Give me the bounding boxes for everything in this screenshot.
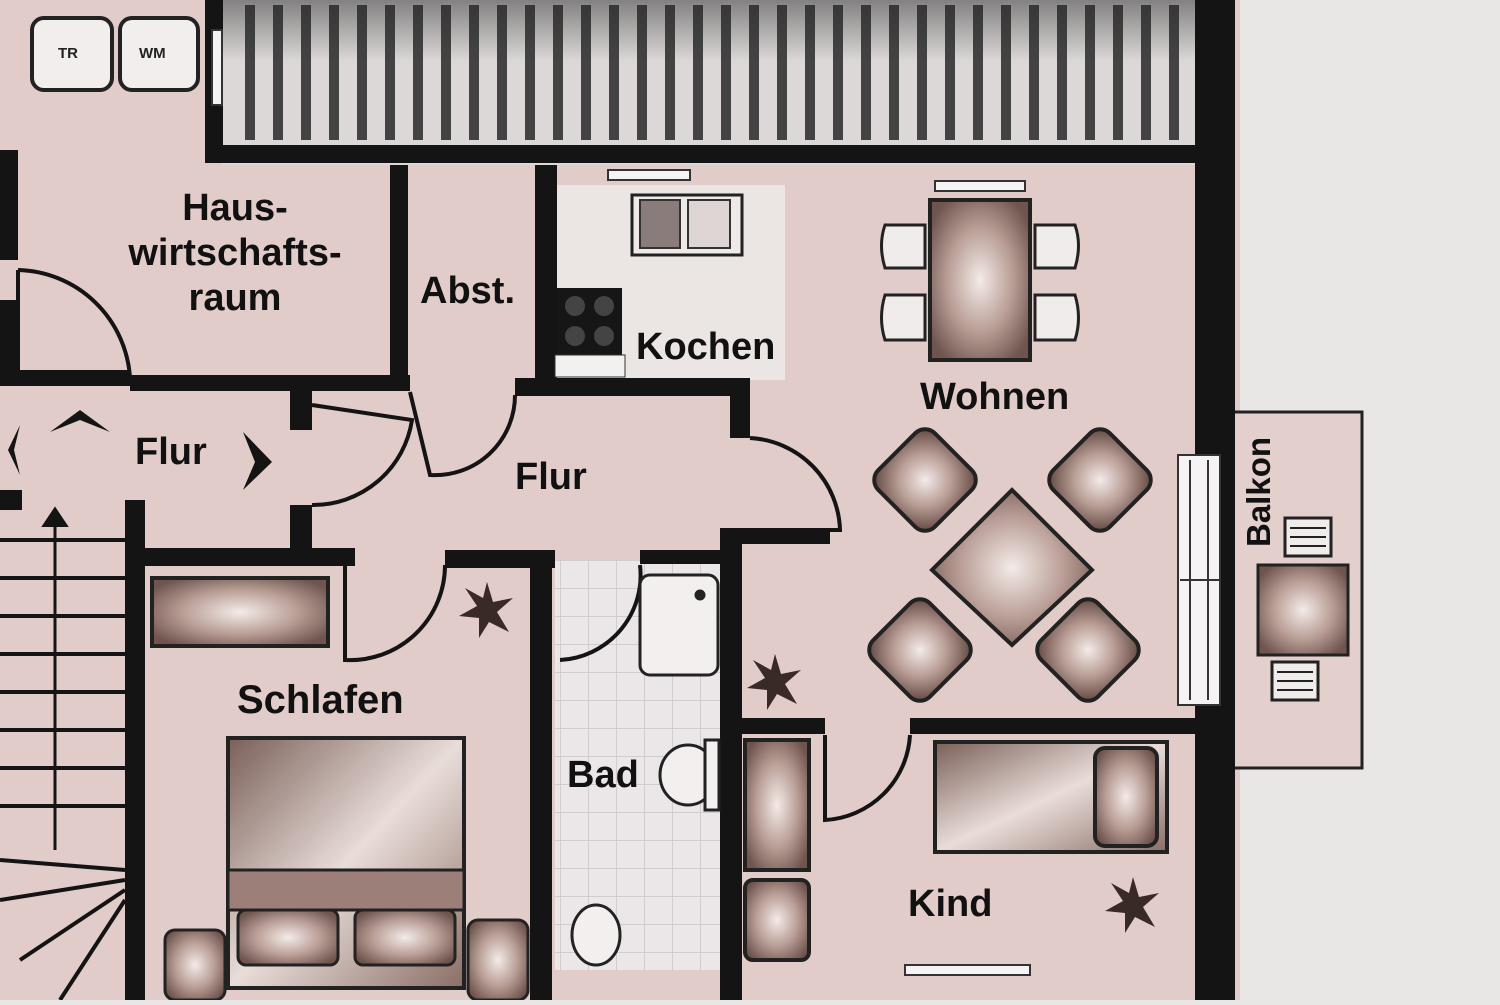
- dining-set: [880, 198, 1080, 362]
- windows: [211, 29, 1221, 976]
- plants: [459, 582, 1159, 933]
- room-label-hauswirtschaftsraum-line2: wirtschafts-: [128, 231, 342, 274]
- room-label-schlafen: Schlafen: [237, 678, 404, 722]
- appliance-label-wm: WM: [139, 45, 166, 62]
- room-label-balkon: Balkon: [1240, 436, 1277, 547]
- room-label-abstellraum: Abst.: [420, 270, 515, 312]
- room-label-flur-center: Flur: [515, 456, 587, 498]
- appliance-label-tr: TR: [58, 45, 78, 62]
- room-label-kochen: Kochen: [636, 326, 776, 368]
- room-label-kind: Kind: [908, 883, 993, 925]
- room-label-bad: Bad: [567, 754, 639, 796]
- appliance-boxes: [30, 16, 200, 92]
- schlafen-furniture: [150, 576, 530, 1002]
- lounge-set: [867, 427, 1153, 703]
- room-label-hauswirtschaftsraum: Haus- wirtschafts- raum: [95, 186, 375, 320]
- room-label-hauswirtschaftsraum-line3: raum: [188, 276, 282, 319]
- doors: [16, 268, 912, 823]
- kind-furniture: [743, 738, 1169, 962]
- room-label-flur-left: Flur: [135, 431, 207, 473]
- roof-area: [222, 0, 1222, 165]
- bad-fixtures: [570, 573, 721, 967]
- room-label-wohnen: Wohnen: [920, 376, 1070, 418]
- room-label-hauswirtschaftsraum-line1: Haus-: [182, 187, 288, 229]
- flur-arrows: [8, 410, 272, 490]
- balkon-furniture: [1256, 516, 1350, 702]
- kitchen-fixtures: [554, 193, 744, 378]
- stairs: [0, 506, 127, 1002]
